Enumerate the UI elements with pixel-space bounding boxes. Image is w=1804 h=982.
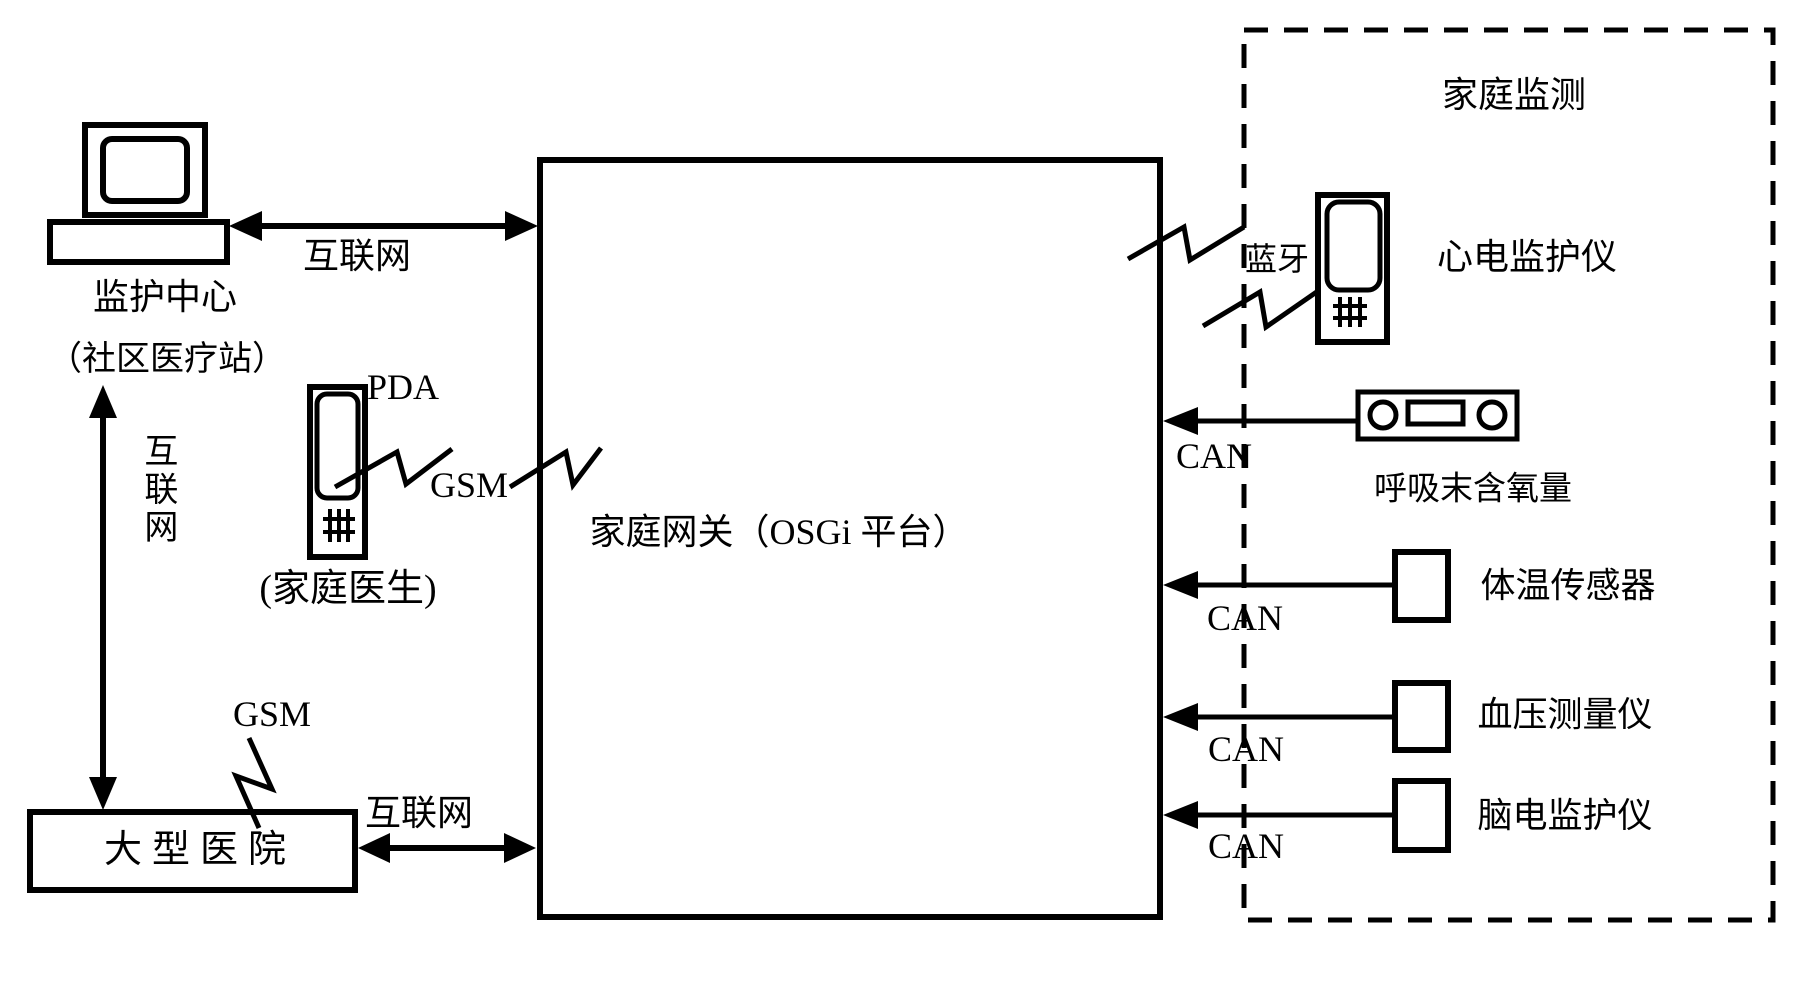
pda-label: PDA — [366, 367, 440, 408]
community-station-label: （社区医疗站） — [48, 341, 286, 379]
can-label-1: CAN — [1175, 436, 1253, 477]
family-doctor-label: (家庭医生) — [259, 568, 437, 611]
temp-sensor-label: 体温传感器 — [1480, 566, 1656, 606]
internet-arrow-bottom — [358, 833, 536, 863]
home-monitoring-dashed-box — [1241, 27, 1776, 923]
can-arrow-eeg — [1163, 801, 1395, 829]
gsm-hospital-label: GSM — [232, 694, 312, 735]
gsm-lightning-pda — [333, 447, 454, 490]
internet-side-label: 互联网 — [138, 433, 176, 547]
gsm-pda-label: GSM — [429, 465, 509, 506]
internet-arrow-vertical — [89, 385, 117, 810]
bp-meter-box — [1392, 680, 1451, 753]
can-label-4: CAN — [1207, 826, 1285, 867]
bluetooth-lightning-upper — [1126, 223, 1246, 265]
hospital-box — [27, 809, 358, 893]
temp-sensor-box — [1392, 549, 1451, 623]
bluetooth-lightning-lower — [1201, 287, 1320, 332]
internet-top-label: 互联网 — [302, 236, 412, 277]
can-arrow-temp — [1163, 571, 1395, 599]
gsm-lightning-gateway — [508, 446, 603, 491]
gsm-lightning-hospital — [231, 736, 277, 830]
eeg-monitor-box — [1392, 778, 1451, 853]
bp-meter-label: 血压测量仪 — [1477, 695, 1653, 735]
internet-bottom-label: 互联网 — [364, 793, 474, 834]
oximeter-device-icon — [1355, 389, 1520, 442]
can-label-3: CAN — [1207, 729, 1285, 770]
gateway-box — [537, 157, 1163, 920]
home-monitoring-label: 家庭监测 — [1441, 75, 1587, 116]
can-label-2: CAN — [1206, 598, 1284, 639]
hospital-label: 大型医院 — [103, 829, 297, 872]
phone-keypad-glyph — [1333, 297, 1367, 327]
pda-keypad-glyph — [323, 509, 355, 542]
etco2-label: 呼吸末含氧量 — [1374, 471, 1572, 508]
ecg-monitor-label: 心电监护仪 — [1436, 237, 1618, 278]
eeg-monitor-label: 脑电监护仪 — [1477, 796, 1653, 836]
internet-arrow-top — [229, 211, 538, 241]
monitoring-center-label: 监护中心 — [92, 277, 238, 318]
gateway-label: 家庭网关（OSGi 平台） — [589, 512, 969, 553]
pda-phone-icon — [307, 384, 368, 560]
can-arrow-etco2 — [1163, 407, 1358, 435]
can-arrow-bp — [1163, 703, 1395, 731]
mobile-phone-icon — [1315, 192, 1390, 345]
bluetooth-label: 蓝牙 — [1244, 241, 1310, 278]
desktop-computer-icon — [47, 122, 230, 265]
